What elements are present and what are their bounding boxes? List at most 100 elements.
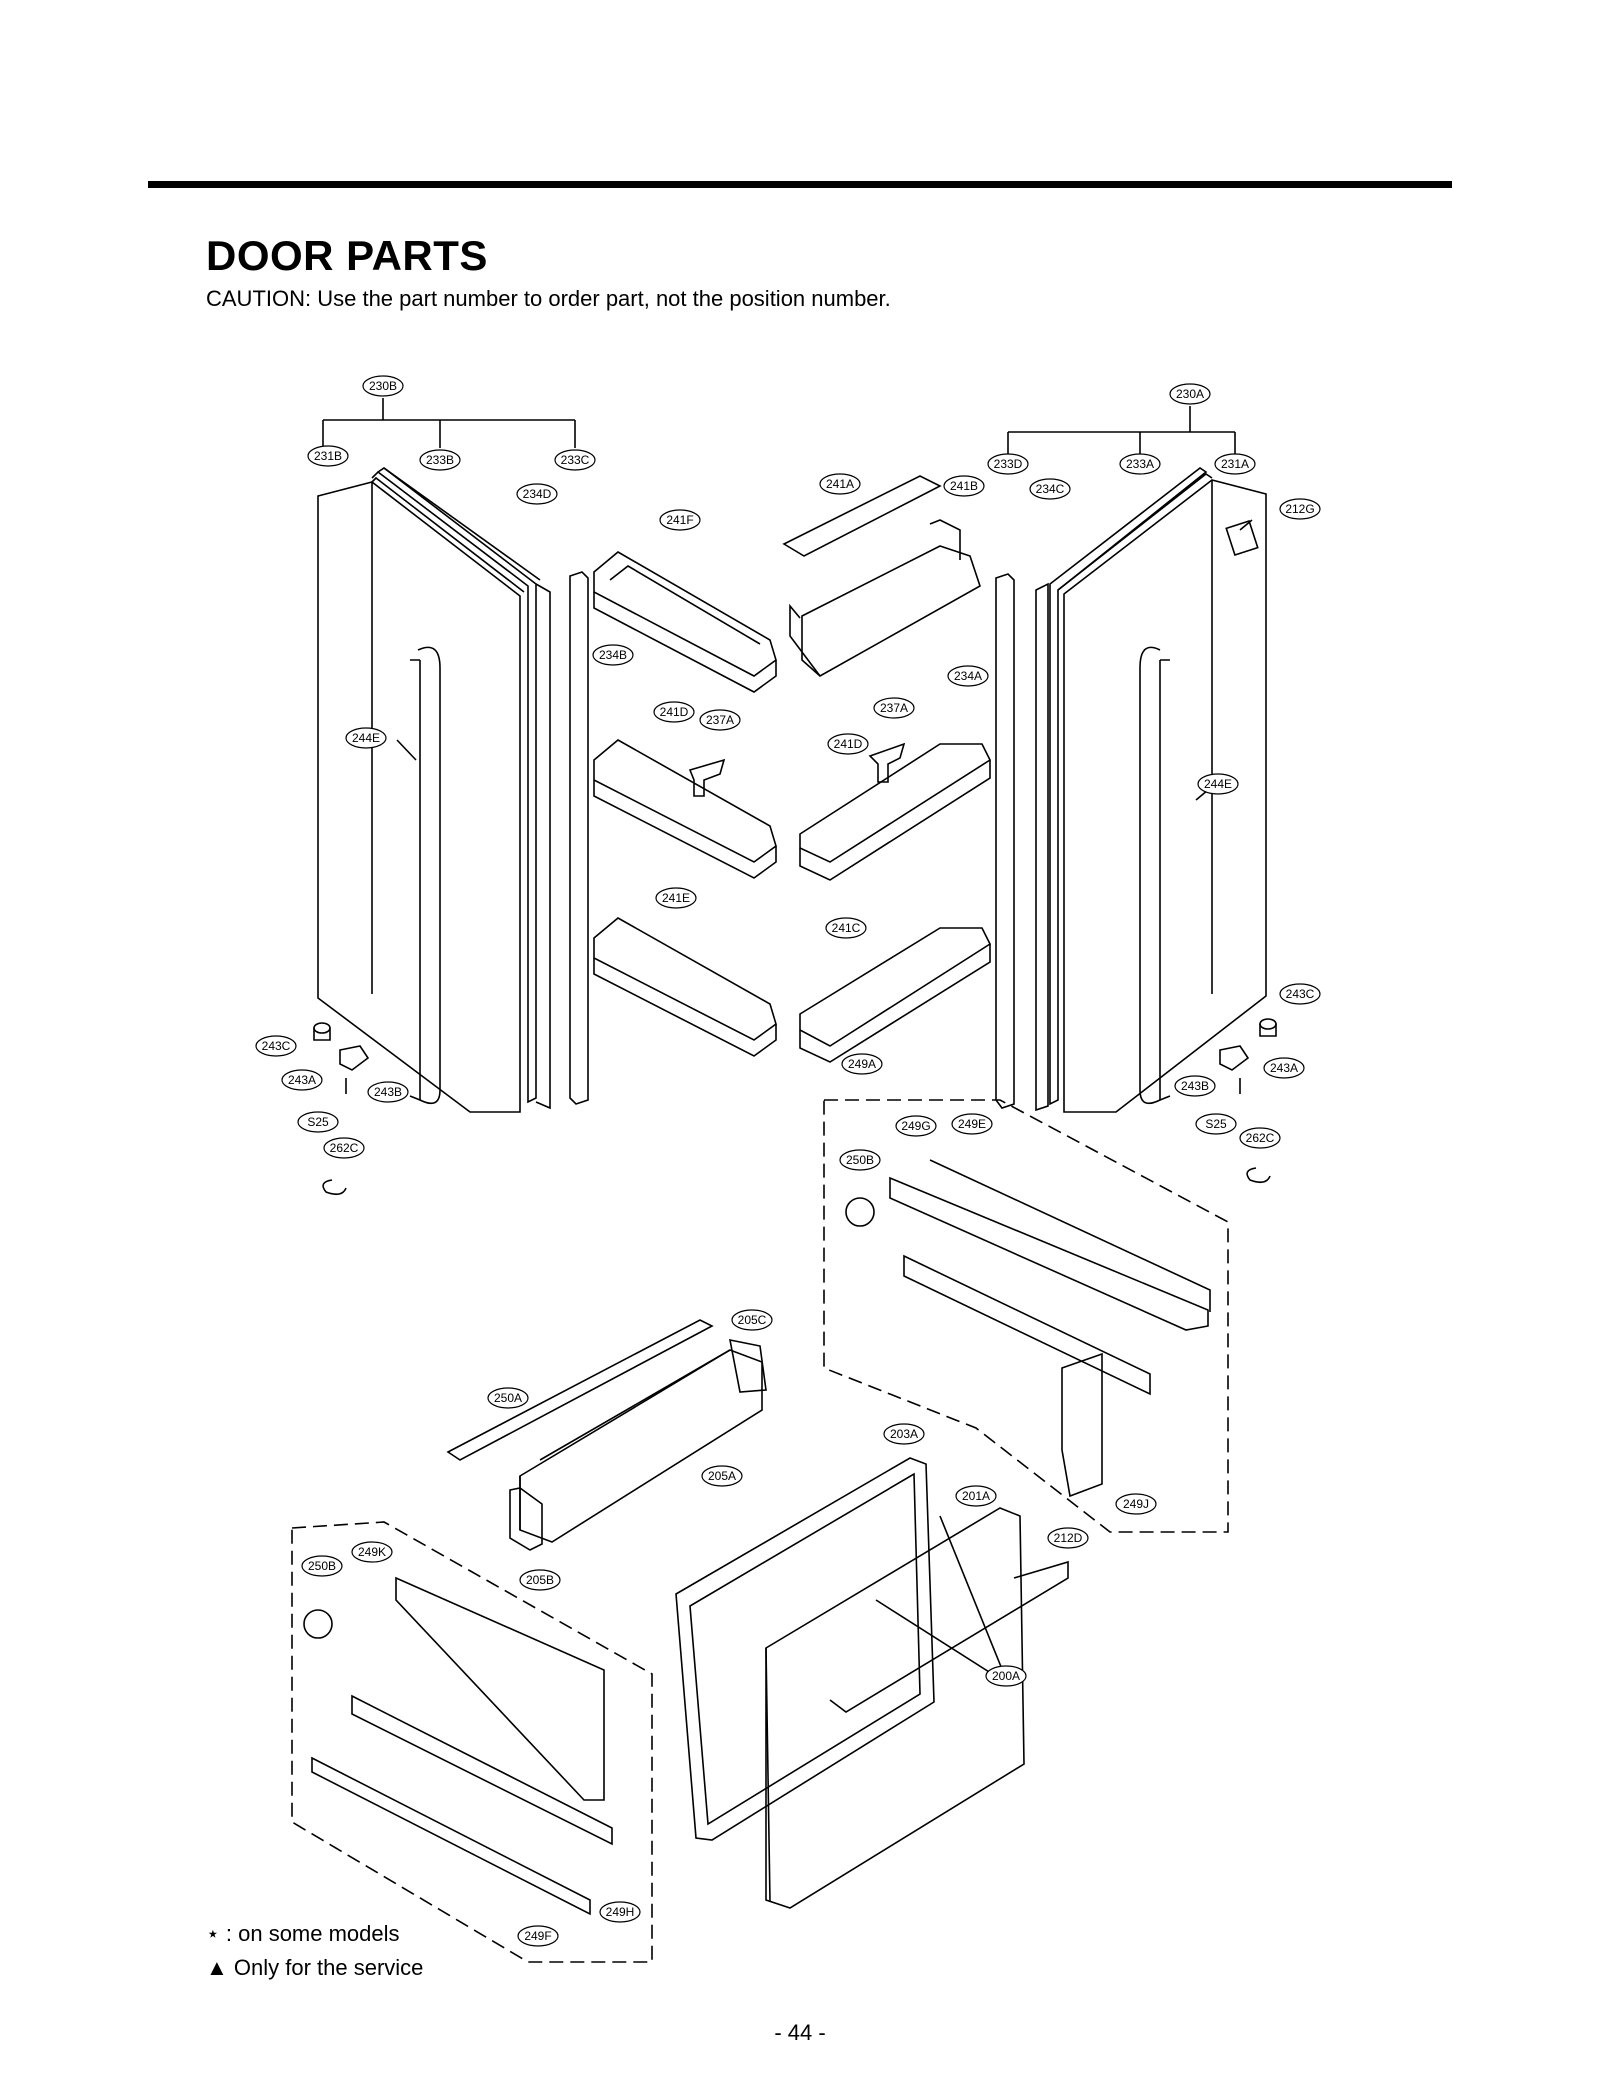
callout-241e: 241E <box>655 887 697 909</box>
callout-243c: 243C <box>1279 983 1321 1005</box>
callout-241a: 241A <box>819 473 861 495</box>
callout-241f: 241F <box>659 509 701 531</box>
callout-label: S25 <box>1205 1117 1227 1131</box>
page-number: - 44 - <box>774 2020 826 2045</box>
callout-label: 212D <box>1054 1531 1083 1545</box>
callout-200a: 200A <box>985 1665 1027 1687</box>
callout-241b: 241B <box>943 475 985 497</box>
callout-s25: S25 <box>1195 1113 1237 1135</box>
callout-layer: 230B 231B 233B 233C 234D 234B 244E 243C 243A 243B… <box>255 375 1321 1947</box>
callout-205a: 205A <box>701 1465 743 1487</box>
callout-250b: 250B <box>301 1555 343 1577</box>
callout-label: 205C <box>738 1313 767 1327</box>
callout-244e: 244E <box>345 727 387 749</box>
callout-244e: 244E <box>1197 773 1239 795</box>
callout-label: 241E <box>662 891 690 905</box>
diagram-linework <box>291 398 1277 1963</box>
callout-label: 243B <box>1181 1079 1209 1093</box>
callout-label: 243A <box>288 1073 316 1087</box>
callout-s25: S25 <box>297 1111 339 1133</box>
callout-label: 243C <box>1286 987 1315 1001</box>
callout-249j: 249J <box>1115 1493 1157 1515</box>
callout-201a: 201A <box>955 1485 997 1507</box>
page-title: DOOR PARTS <box>206 232 488 279</box>
callout-label: 249H <box>606 1905 635 1919</box>
callout-label: 249G <box>901 1119 930 1133</box>
callout-205b: 205B <box>519 1569 561 1591</box>
callout-212g: 212G <box>1279 498 1321 520</box>
callout-231a: 231A <box>1214 453 1256 475</box>
header-rule <box>148 181 1452 188</box>
callout-230b: 230B <box>362 375 404 397</box>
callout-label: 234B <box>599 648 627 662</box>
callout-237a: 237A <box>873 697 915 719</box>
callout-label: 241C <box>832 921 861 935</box>
callout-label: 249F <box>524 1929 551 1943</box>
callout-label: 200A <box>992 1669 1020 1683</box>
callout-label: S25 <box>307 1115 329 1129</box>
callout-label: 262C <box>330 1141 359 1155</box>
callout-249a: 249A <box>841 1053 883 1075</box>
callout-250a: 250A <box>487 1387 529 1409</box>
callout-label: 250B <box>308 1559 336 1573</box>
callout-label: 205A <box>708 1469 736 1483</box>
callout-label: 233D <box>994 457 1023 471</box>
callout-label: 250A <box>494 1391 522 1405</box>
callout-249f: 249F <box>517 1925 559 1947</box>
callout-label: 237A <box>706 713 734 727</box>
callout-233d: 233D <box>987 453 1029 475</box>
callout-234a: 234A <box>947 665 989 687</box>
callout-249g: 249G <box>895 1115 937 1137</box>
callout-250b: 250B <box>839 1149 881 1171</box>
callout-label: 234C <box>1036 482 1065 496</box>
callout-203a: 203A <box>883 1423 925 1445</box>
callout-241c: 241C <box>825 917 867 939</box>
callout-label: 201A <box>962 1489 990 1503</box>
callout-label: 230B <box>369 379 397 393</box>
callout-label: 233C <box>561 453 590 467</box>
callout-233b: 233B <box>419 449 461 471</box>
callout-label: 205B <box>526 1573 554 1587</box>
legend-service-only: ▲ Only for the service <box>206 1955 424 1980</box>
callout-234c: 234C <box>1029 478 1071 500</box>
callout-205c: 205C <box>731 1309 773 1331</box>
callout-label: 262C <box>1246 1131 1275 1145</box>
callout-label: 243B <box>374 1085 402 1099</box>
callout-label: 241A <box>826 477 854 491</box>
callout-label: 233B <box>426 453 454 467</box>
callout-label: 249J <box>1123 1497 1149 1511</box>
callout-243a: 243A <box>281 1069 323 1091</box>
callout-label: 249A <box>848 1057 876 1071</box>
callout-label: 234D <box>523 487 552 501</box>
callout-249k: 249K <box>351 1541 393 1563</box>
callout-label: 231B <box>314 449 342 463</box>
callout-label: 241D <box>834 737 863 751</box>
callout-label: 241F <box>666 513 693 527</box>
callout-label: 241D <box>660 705 689 719</box>
legend-some-models: ⋆ : on some models <box>206 1921 400 1946</box>
callout-label: 233A <box>1126 457 1154 471</box>
callout-label: 230A <box>1176 387 1204 401</box>
callout-label: 231A <box>1221 457 1249 471</box>
callout-label: 212G <box>1285 502 1314 516</box>
callout-233a: 233A <box>1119 453 1161 475</box>
callout-243b: 243B <box>367 1081 409 1103</box>
callout-234d: 234D <box>516 483 558 505</box>
callout-233c: 233C <box>554 449 596 471</box>
callout-262c: 262C <box>323 1137 365 1159</box>
callout-249h: 249H <box>599 1901 641 1923</box>
callout-249e: 249E <box>951 1113 993 1135</box>
callout-label: 237A <box>880 701 908 715</box>
callout-243c: 243C <box>255 1035 297 1057</box>
callout-234b: 234B <box>592 644 634 666</box>
callout-241d: 241D <box>827 733 869 755</box>
callout-241d: 241D <box>653 701 695 723</box>
callout-label: 244E <box>352 731 380 745</box>
callout-237a: 237A <box>699 709 741 731</box>
callout-243b: 243B <box>1174 1075 1216 1097</box>
callout-label: 241B <box>950 479 978 493</box>
callout-label: 243A <box>1270 1061 1298 1075</box>
callout-212d: 212D <box>1047 1527 1089 1549</box>
callout-230a: 230A <box>1169 383 1211 405</box>
